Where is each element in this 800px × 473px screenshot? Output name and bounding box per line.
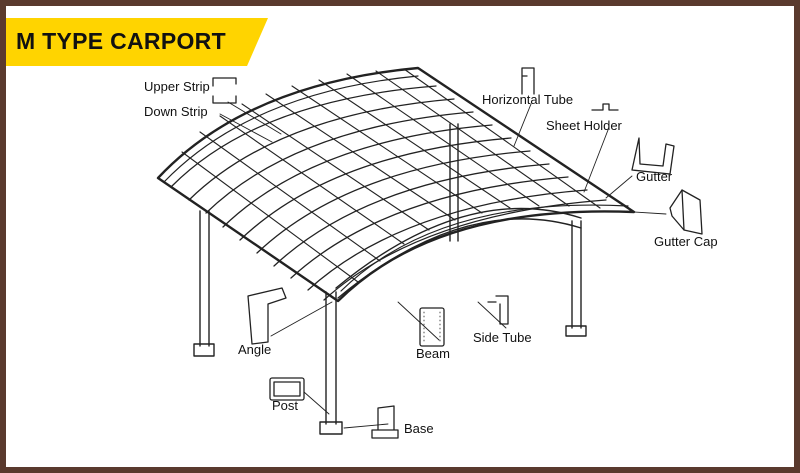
label-upper-strip: Upper Strip — [144, 79, 210, 94]
diagram-frame: M TYPE CARPORT — [6, 6, 794, 467]
beam-part — [419, 307, 445, 347]
post-right — [565, 220, 587, 337]
post-front-left — [193, 210, 215, 357]
side-tube-part — [487, 295, 509, 325]
label-beam: Beam — [416, 346, 450, 361]
post-part — [269, 377, 305, 401]
label-down-strip: Down Strip — [144, 104, 208, 119]
title-banner — [6, 18, 268, 66]
label-horizontal-tube: Horizontal Tube — [482, 92, 573, 107]
base-part — [371, 405, 399, 439]
post-front-center — [319, 291, 343, 435]
down-strip-part — [212, 95, 237, 104]
leader-lines — [219, 101, 667, 429]
label-gutter: Gutter — [636, 169, 673, 184]
upper-strip-part — [212, 77, 237, 87]
label-gutter-cap: Gutter Cap — [654, 234, 718, 249]
label-sheet-holder: Sheet Holder — [546, 118, 623, 133]
gutter-cap-part — [669, 189, 703, 235]
label-base: Base — [404, 421, 434, 436]
diagram-title: M TYPE CARPORT — [16, 28, 226, 54]
horizontal-tube-part — [521, 67, 535, 95]
label-post: Post — [272, 398, 298, 413]
label-angle: Angle — [238, 342, 271, 357]
gutter-part — [631, 137, 675, 175]
carport-drawing: Upper Strip Down Strip Horizontal Tube S… — [144, 66, 718, 439]
label-side-tube: Side Tube — [473, 330, 532, 345]
sheet-holder-part — [591, 103, 619, 111]
angle-part — [247, 287, 287, 345]
